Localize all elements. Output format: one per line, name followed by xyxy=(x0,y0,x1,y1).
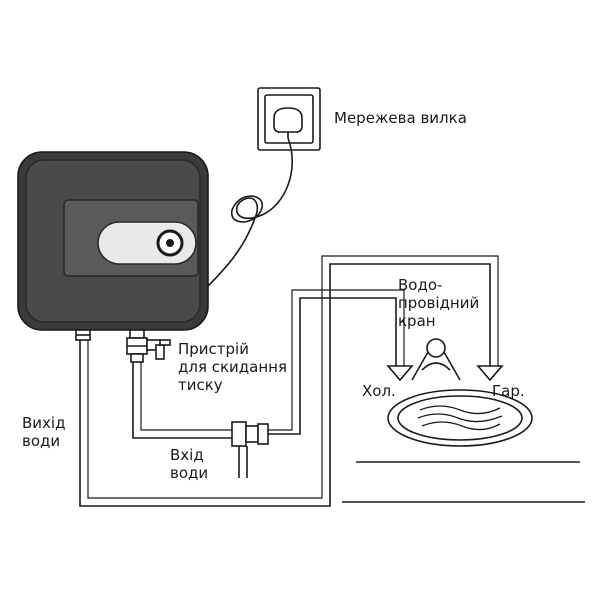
cold-water-inlet-pipe xyxy=(132,362,232,439)
water-inlet-label-line-1: Вхід xyxy=(170,446,204,464)
water-outlet-label-line-2: води xyxy=(22,432,61,450)
water-heater-tank xyxy=(17,151,209,331)
sink-basin xyxy=(387,389,533,447)
relief-valve-label: Пристрій для скидання тиску xyxy=(178,340,287,394)
water-inlet-label: Вхід води xyxy=(170,446,208,482)
plug-body xyxy=(230,195,264,223)
wall-outlet xyxy=(257,87,321,151)
cold-water-line xyxy=(268,297,397,435)
relief-valve-label-line-1: Пристрій xyxy=(178,340,249,358)
relief-valve-label-line-3: тиску xyxy=(178,376,223,394)
relief-valve-label-line-2: для скидання xyxy=(178,358,288,376)
faucet-label: Водо- провідний кран xyxy=(398,276,479,330)
inlet-valve xyxy=(231,421,269,478)
cold-label: Хол. xyxy=(362,382,396,400)
hot-label: Гар. xyxy=(492,382,525,400)
pressure-relief-valve xyxy=(126,329,171,363)
hot-water-outlet-pipe xyxy=(79,263,491,507)
power-cord xyxy=(194,137,293,301)
water-outlet-label-line-1: Вихід xyxy=(22,414,66,432)
faucet-label-line-2: провідний xyxy=(398,294,480,312)
water-outlet-label: Вихід води xyxy=(22,414,65,450)
water-inlet-label-line-2: води xyxy=(170,464,209,482)
faucet xyxy=(386,338,504,382)
plug-label: Мережева вилка xyxy=(334,109,467,127)
faucet-label-line-3: кран xyxy=(398,312,436,330)
faucet-label-line-1: Водо- xyxy=(398,276,443,294)
